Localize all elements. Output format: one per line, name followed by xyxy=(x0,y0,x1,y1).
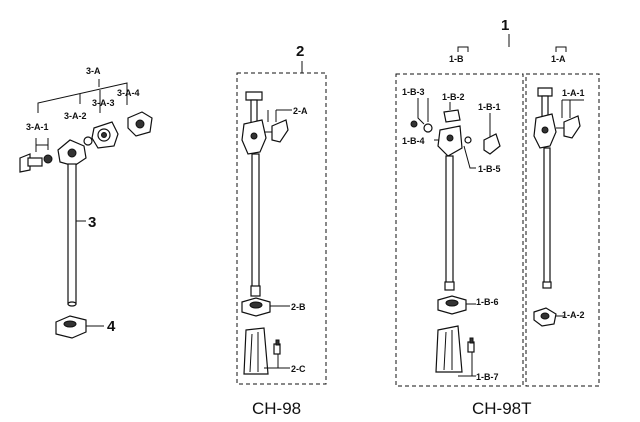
clamp-3-A-3 xyxy=(91,121,119,149)
label-1-B-1: 1-B-1 xyxy=(478,102,501,112)
grip-1-B-7 xyxy=(435,325,475,373)
label-1-A-2: 1-A-2 xyxy=(562,310,585,320)
clamp-1-B-4 xyxy=(437,125,472,157)
wing-bolt-1-B-1 xyxy=(483,133,501,155)
label-1-A-1: 1-A-1 xyxy=(562,88,585,98)
wing-bolt-3-A-1 xyxy=(19,138,53,173)
top-clamp-2-A xyxy=(241,91,289,155)
clamp-2-B xyxy=(241,297,271,317)
group-1-ch98t: 1 1-B 1-A 1-B-3 1-B-2 1-B-1 1-B-4 1-B-5 xyxy=(395,17,600,418)
cap-1-B-2 xyxy=(443,109,461,123)
label-3-A-3: 3-A-3 xyxy=(92,98,115,108)
box-1-A xyxy=(525,73,600,387)
label-1-B-6: 1-B-6 xyxy=(476,297,499,307)
label-1-B: 1-B xyxy=(449,54,464,64)
base-clamp-4 xyxy=(55,315,87,339)
model-label-ch98: CH-98 xyxy=(252,399,301,418)
label-1-B-2: 1-B-2 xyxy=(442,92,465,102)
label-1-B-3: 1-B-3 xyxy=(402,87,425,97)
clamp-1-A-2 xyxy=(533,307,557,327)
label-3: 3 xyxy=(88,214,96,231)
screw-1-B-3 xyxy=(410,120,418,128)
label-4: 4 xyxy=(107,318,116,335)
label-2: 2 xyxy=(296,43,304,60)
knob-3-A-4 xyxy=(127,111,153,137)
label-2-B: 2-B xyxy=(291,302,306,312)
label-1-B-4: 1-B-4 xyxy=(402,136,425,146)
arm-3 xyxy=(57,139,87,307)
rod-1-A xyxy=(543,147,551,287)
label-1-A: 1-A xyxy=(551,54,566,64)
label-1-B-7: 1-B-7 xyxy=(476,372,499,382)
rod-2 xyxy=(251,153,260,289)
nut-3-A-2 xyxy=(83,136,93,146)
clamp-1-B-6 xyxy=(437,295,467,315)
box-1-B xyxy=(395,73,524,387)
bracket-3-A xyxy=(37,82,128,113)
nut-1-B-3 xyxy=(423,123,433,133)
label-3-A-4: 3-A-4 xyxy=(117,88,140,98)
label-3-A: 3-A xyxy=(86,66,101,76)
label-1: 1 xyxy=(501,17,509,34)
label-1-B-5: 1-B-5 xyxy=(478,164,501,174)
label-3-A-2: 3-A-2 xyxy=(64,111,87,121)
box-2 xyxy=(236,72,327,385)
model-label-ch98t: CH-98T xyxy=(472,399,532,418)
label-3-A-1: 3-A-1 xyxy=(26,122,49,132)
group-3-parts: 3-A 3-A-4 3-A-3 3-A-2 3-A-1 xyxy=(19,66,153,339)
group-2-ch98: 2 2-A 2-B xyxy=(236,43,327,418)
label-2-C: 2-C xyxy=(291,364,306,374)
rod-1-B xyxy=(445,155,454,289)
label-2-A: 2-A xyxy=(293,106,308,116)
grip-2-C xyxy=(243,327,281,375)
top-clamp-1-A-1 xyxy=(533,87,581,149)
